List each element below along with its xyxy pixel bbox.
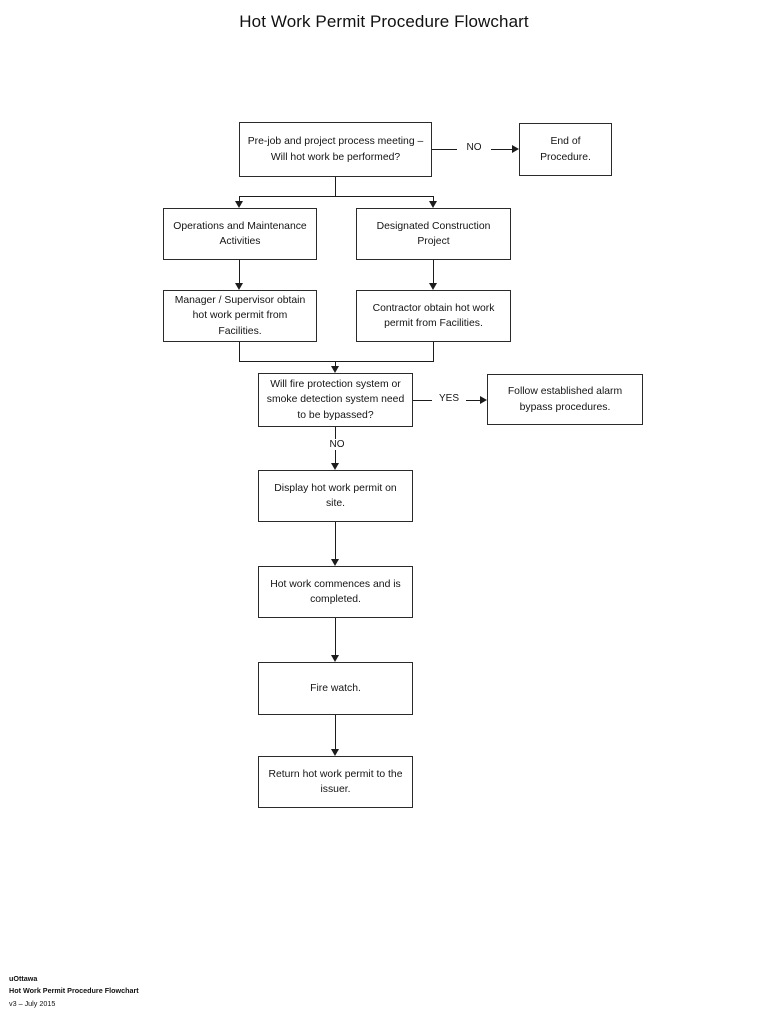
edge-construction-to-contractor-arrowhead — [429, 283, 437, 290]
edge-display-to-commences — [335, 522, 336, 559]
node-operations-maintenance-label: Operations and Maintenance Activities — [173, 220, 307, 247]
node-hot-work-commences-label: Hot work commences and is completed. — [270, 578, 401, 605]
node-bypass-decision[interactable]: Will fire protection system or smoke det… — [258, 373, 413, 427]
edge-split-to-construction-arrowhead — [429, 201, 437, 208]
edge-label-yes-bypass: YES — [432, 393, 466, 404]
node-designated-construction-label: Designated Construction Project — [376, 220, 491, 247]
document-footer: uOttawa Hot Work Permit Procedure Flowch… — [9, 973, 139, 1010]
edge-split-to-operations-arrowhead — [235, 201, 243, 208]
node-alarm-bypass-procedures-label: Follow established alarm bypass procedur… — [507, 386, 623, 413]
node-manager-supervisor-permit[interactable]: Manager / Supervisor obtain hot work per… — [163, 290, 317, 342]
edge-operations-to-manager-arrowhead — [235, 283, 243, 290]
edge-split-to-operations — [239, 196, 240, 202]
node-operations-maintenance[interactable]: Operations and Maintenance Activities — [163, 208, 317, 260]
edge-label-no-top: NO — [457, 142, 491, 153]
edge-label-no-bypass: NO — [320, 439, 354, 450]
node-fire-watch[interactable]: Fire watch. — [258, 662, 413, 715]
edge-contractor-to-merge — [433, 342, 434, 361]
page-title: Hot Work Permit Procedure Flowchart — [239, 12, 529, 31]
node-manager-supervisor-permit-label: Manager / Supervisor obtain hot work per… — [174, 295, 306, 337]
edge-commences-to-firewatch-arrowhead — [331, 655, 339, 662]
node-end-of-procedure[interactable]: End of Procedure. — [519, 123, 612, 176]
edge-operations-to-manager — [239, 260, 240, 283]
node-designated-construction[interactable]: Designated Construction Project — [356, 208, 511, 260]
edge-merge-to-bypass-decision-arrowhead — [331, 366, 339, 373]
edge-split-to-construction — [433, 196, 434, 202]
node-contractor-permit[interactable]: Contractor obtain hot work permit from F… — [356, 290, 511, 342]
edge-bypass-no-arrowhead — [331, 463, 339, 470]
node-return-permit-label: Return hot work permit to the issuer. — [268, 768, 403, 795]
footer-document-name: Hot Work Permit Procedure Flowchart — [9, 986, 139, 996]
footer-version: v3 – July 2015 — [9, 998, 56, 1008]
edge-prejob-stem — [335, 177, 336, 196]
node-contractor-permit-label: Contractor obtain hot work permit from F… — [372, 302, 495, 329]
edge-firewatch-to-return — [335, 715, 336, 749]
node-alarm-bypass-procedures[interactable]: Follow established alarm bypass procedur… — [487, 374, 643, 425]
node-return-permit[interactable]: Return hot work permit to the issuer. — [258, 756, 413, 808]
node-display-permit-label: Display hot work permit on site. — [274, 482, 397, 509]
edge-commences-to-firewatch — [335, 618, 336, 655]
node-prejob-meeting-label: Pre-job and project process meeting – Wi… — [247, 136, 424, 163]
edge-construction-to-contractor — [433, 260, 434, 283]
node-bypass-decision-label: Will fire protection system or smoke det… — [266, 379, 405, 421]
footer-organization: uOttawa — [9, 973, 38, 983]
edge-display-to-commences-arrowhead — [331, 559, 339, 566]
edge-bypass-yes-arrowhead — [480, 396, 487, 404]
edge-prejob-to-end-arrowhead — [512, 145, 519, 153]
edge-prejob-split-bar — [239, 196, 434, 197]
node-fire-watch-label: Fire watch. — [310, 682, 361, 694]
node-prejob-meeting[interactable]: Pre-job and project process meeting – Wi… — [239, 122, 432, 177]
node-end-of-procedure-label: End of Procedure. — [540, 136, 591, 163]
edge-merge-to-bypass-decision — [335, 361, 336, 367]
edge-manager-to-merge — [239, 342, 240, 361]
node-hot-work-commences[interactable]: Hot work commences and is completed. — [258, 566, 413, 618]
edge-merge-bar — [239, 361, 434, 362]
node-display-permit[interactable]: Display hot work permit on site. — [258, 470, 413, 522]
edge-firewatch-to-return-arrowhead — [331, 749, 339, 756]
